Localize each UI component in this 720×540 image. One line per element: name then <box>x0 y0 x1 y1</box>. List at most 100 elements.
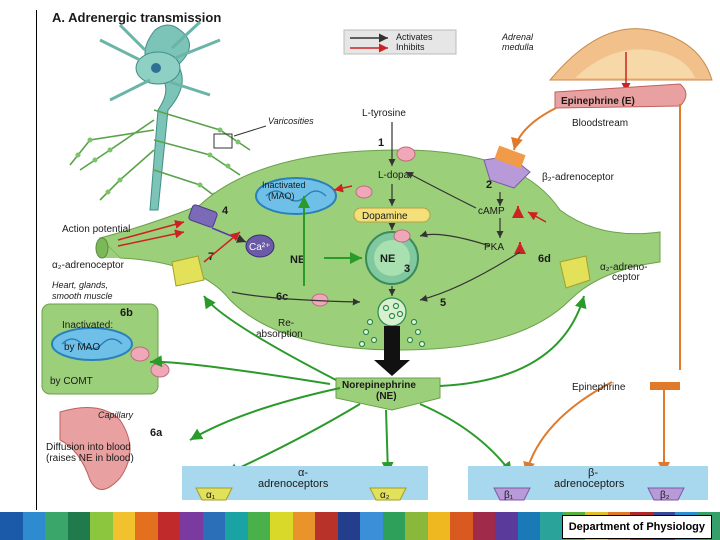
color-swatch <box>225 512 248 540</box>
by-mao-label: by MAO <box>64 342 100 353</box>
epinephrine-pathway <box>511 104 681 475</box>
ca-channel <box>188 204 218 228</box>
neuron-illustration <box>69 20 251 211</box>
alpha2-inhibit-channel-arrow <box>203 231 241 263</box>
legend-inhibits: Inhibits <box>396 42 425 52</box>
color-swatch <box>135 512 158 540</box>
color-swatch <box>405 512 428 540</box>
color-swatch <box>382 512 405 540</box>
adrenal-medulla: Adrenal medulla <box>501 28 713 81</box>
varicosity-zoom-box <box>213 133 233 149</box>
color-swatch <box>90 512 113 540</box>
ne-left-bg <box>286 250 316 268</box>
alpha-receptor-box <box>182 466 428 501</box>
color-swatch <box>202 512 225 540</box>
norepinephrine-label-2: (NE) <box>376 391 397 402</box>
reabsorption-label-1: Re- <box>278 318 294 329</box>
color-swatch <box>0 512 23 540</box>
color-swatch <box>495 512 518 540</box>
adrenal-medulla-label-1: Adrenal <box>501 32 534 42</box>
diffusion-label-1: Diffusion into blood <box>46 442 131 453</box>
color-swatch <box>427 512 450 540</box>
heart-glands-label-1: Heart, glands, <box>52 280 108 290</box>
varicosity-pointer <box>233 125 267 137</box>
exocytosis-vesicles <box>358 297 426 348</box>
color-swatch <box>270 512 293 540</box>
step-6a: 6a <box>150 427 163 439</box>
alpha1-label: α₁ <box>206 490 216 501</box>
inactivated-label: Inactivated: <box>62 320 113 331</box>
epinephrine-label: Epinephrine <box>572 382 626 393</box>
department-label: Department of Physiology <box>561 515 712 539</box>
adrenal-medulla-label-2: medulla <box>502 42 534 52</box>
alpha-adrenoceptors-label-2: adrenoceptors <box>258 478 329 490</box>
alpha2-right-label-2: ceptor <box>612 272 640 283</box>
color-swatch <box>22 512 45 540</box>
capillary <box>59 407 131 490</box>
color-swatch <box>450 512 473 540</box>
heart-glands-label-2: smooth muscle <box>52 291 113 301</box>
ne-center-label: NE <box>380 253 395 265</box>
ca-label: Ca²⁺ <box>249 242 270 253</box>
beta-adrenoceptors-label-2: adrenoceptors <box>554 478 625 490</box>
bloodstream-label: Bloodstream <box>572 118 628 129</box>
pka-to-exocytosis-arrow <box>419 251 521 302</box>
legend: Activates Inhibits <box>343 29 457 55</box>
epinephrine-e-label: Epinephrine (E) <box>561 96 635 107</box>
pka-to-vesicle-arrow <box>419 230 491 247</box>
beta-adrenoceptors-label-1: β- <box>588 467 598 479</box>
beta2-label: β₂ <box>660 490 670 501</box>
capillary-label: Capillary <box>98 410 134 420</box>
step-5: 5 <box>440 297 446 309</box>
inactivated-mao-label-2: (MAO) <box>268 191 295 201</box>
pka-label: PKA <box>484 242 504 253</box>
alpha2-receptor-right <box>559 255 591 289</box>
ne-vesicle <box>365 231 419 285</box>
color-swatch <box>292 512 315 540</box>
ne-left-label: NE <box>290 254 305 266</box>
alpha2-label: α₂ <box>380 490 390 501</box>
action-potential-arrow-2 <box>117 229 185 247</box>
color-swatch <box>112 512 135 540</box>
color-swatch <box>180 512 203 540</box>
by-comt-label: by COMT <box>50 376 93 387</box>
camp-label: cAMP <box>478 206 505 217</box>
vmat-transporter <box>393 229 411 243</box>
l-dopa-label: L-dopa <box>378 170 410 181</box>
dopamine-pill <box>353 207 431 223</box>
inactivated-mao-label-1: Inactivated <box>262 180 306 190</box>
step-6c: 6c <box>276 291 288 303</box>
step-6b: 6b <box>120 307 133 319</box>
color-swatch <box>517 512 540 540</box>
action-potential-arrow-1 <box>117 220 185 241</box>
reabsorption-label-2: absorption <box>256 329 303 340</box>
mao-mitochondrion <box>255 177 337 215</box>
step-1: 1 <box>378 137 384 149</box>
beta1-label: β₁ <box>504 490 514 501</box>
release-arrow <box>374 326 410 376</box>
step-4: 4 <box>222 205 229 217</box>
color-swatch <box>247 512 270 540</box>
color-swatch <box>157 512 180 540</box>
alpha2-right-label-1: α₂-adreno- <box>600 262 647 273</box>
step-3: 3 <box>404 263 410 275</box>
step-2: 2 <box>486 179 492 191</box>
step-6d: 6d <box>538 253 551 265</box>
channel-to-exocytosis-arrow <box>231 291 361 306</box>
l-tyrosine-label: L-tyrosine <box>362 108 406 119</box>
uptake2-transporter-1 <box>130 346 150 362</box>
transporter-tyrosine <box>396 146 416 162</box>
action-potential-label: Action potential <box>62 224 130 235</box>
norepinephrine-box <box>335 377 441 411</box>
color-swatch <box>540 512 563 540</box>
diagram-title: A. Adrenergic transmission <box>52 10 221 25</box>
color-swatch <box>472 512 495 540</box>
color-swatch <box>67 512 90 540</box>
ne-distribution-arrows <box>149 295 587 475</box>
diffusion-label-2: (raises NE in blood) <box>46 453 134 464</box>
epinephrine-receptor-bar <box>650 382 680 390</box>
alpha2-inhibit-camp-arrow <box>527 211 547 223</box>
norepinephrine-label-1: Norepinephrine <box>342 380 416 391</box>
varicosities-label: Varicosities <box>268 116 314 126</box>
